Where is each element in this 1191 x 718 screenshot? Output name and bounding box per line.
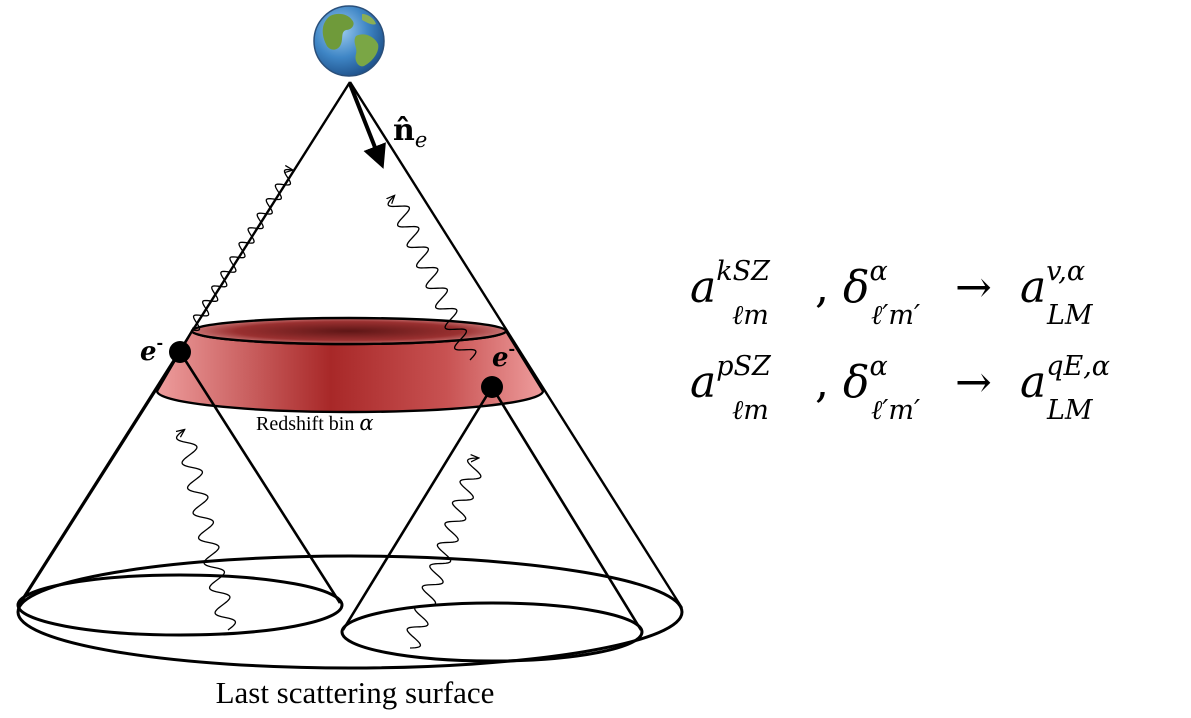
redshift-bin-label: Redshift bin α	[256, 411, 374, 435]
photon-wave-3	[177, 430, 237, 631]
left-sub-cone-right-edge	[178, 351, 342, 604]
direction-label-sub: e	[415, 128, 427, 152]
direction-label: n̂e	[393, 113, 427, 152]
last-scattering-ellipse-outer	[16, 554, 684, 670]
electron-right	[481, 376, 503, 398]
photon-wave-2	[388, 196, 477, 361]
last-scattering-label: Last scattering surface	[216, 675, 495, 710]
electron-left-label: e-	[140, 333, 163, 367]
right-sub-cone-right-edge	[490, 386, 643, 631]
redshift-bin-top	[190, 316, 508, 346]
direction-arrow	[348, 83, 386, 169]
photon-wave-1	[191, 170, 292, 332]
left-sub-cone-base	[16, 573, 344, 637]
electron-right-label: e-	[492, 339, 515, 373]
earth-icon	[313, 5, 385, 77]
right-sub-cone-left-edge	[341, 386, 494, 631]
photon-paths	[177, 170, 482, 649]
right-sub-cone-base	[340, 601, 644, 663]
electron-left	[169, 341, 191, 363]
left-sub-cone-left-edge	[18, 351, 182, 605]
photon-wave-4	[406, 458, 482, 649]
